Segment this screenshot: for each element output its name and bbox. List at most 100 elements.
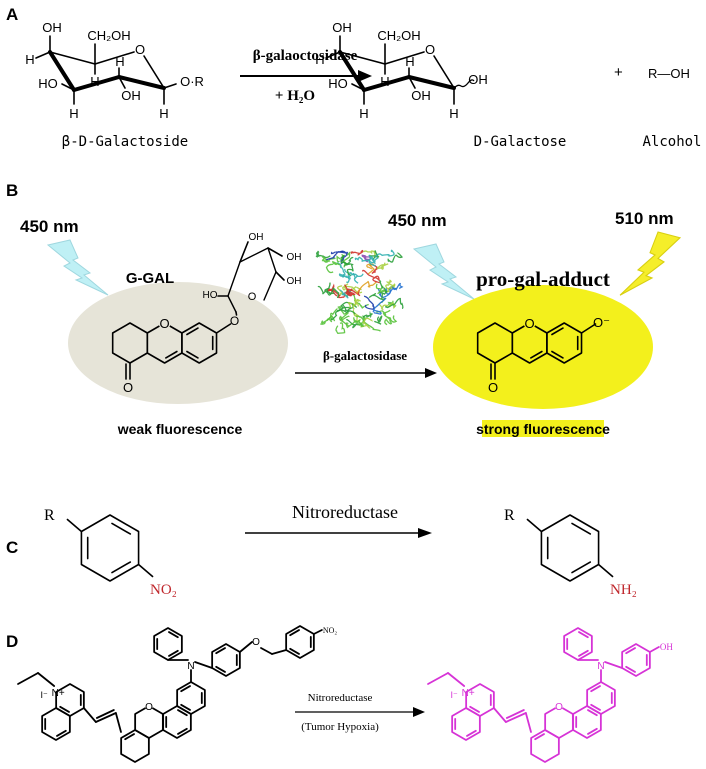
atom-label: OH [468,72,488,87]
oxygen-label: O [555,702,563,713]
atom-label: O [425,42,435,57]
double-bond [186,327,199,336]
bond [82,707,97,723]
panel-b: B 450 nm 450 nm 510 nm G-GAL pro-gal-add… [6,181,682,437]
bond [61,83,75,91]
probe-name: G-GAL [126,270,174,287]
bond [37,672,56,687]
double-bond [469,705,480,713]
atom-mask [158,317,171,329]
bond [137,563,154,578]
double-bond [177,709,188,717]
bond [118,76,126,89]
atom-label: OH [411,88,431,103]
double-bond [111,522,132,535]
atom-mask [555,702,563,710]
atom-label: O·R [180,74,204,89]
double-bond [59,705,70,713]
protein-ribbon [336,262,346,278]
bond [17,672,39,685]
plus-sign: + [614,64,623,81]
atom-label: HO [328,76,348,91]
iodide-label: I⁻ [451,690,459,700]
bond [194,661,214,669]
ring [621,643,651,677]
double-bond [571,561,592,574]
atom-label: OH [42,20,62,35]
bond [312,629,323,635]
arrow-head-a [358,70,372,82]
bond [433,55,455,89]
double-bond [168,649,179,657]
excitation-lightning-icon [46,239,109,296]
arrow-head-b [425,368,437,378]
atom-label: O [230,314,239,328]
bond [492,707,507,723]
wedge-bond [338,50,366,92]
bond [49,51,96,65]
protein-ribbon [369,263,379,274]
weak-fluorescence-caption: weak fluorescence [117,421,243,437]
protein-ribbon [372,297,387,315]
double-bond [215,647,226,655]
excitation-left-label: 450 nm [20,217,79,236]
n-plus-label: N+ [52,688,65,699]
iodide-label: I⁻ [41,690,49,700]
double-bond [168,631,179,639]
protein-ribbon [376,262,389,270]
protein-ribbon [356,280,377,295]
enzyme-label-d: Nitroreductase [308,692,373,704]
protein-ribbon [384,297,404,310]
double-bond [124,733,135,741]
protein-ribbon [336,251,351,263]
condition-label: (Tumor Hypoxia) [301,721,379,733]
atom-label: OH [249,232,264,243]
double-bond [587,727,598,735]
excitation-lightning-icon [412,243,475,300]
bond [524,712,532,733]
bond [267,247,277,273]
atom-label: CH₂OH [87,28,130,43]
arrow-head-c [418,528,432,538]
double-bond [551,350,564,359]
atom-label: O⁻ [593,315,610,330]
atom-label: OH [287,276,302,287]
atom-label: H [115,54,124,69]
bond [66,518,83,533]
hydroxyl-label: OH [660,642,673,652]
panel-c: C R NO₂ R NH₂ Nitroreductase [6,502,637,598]
emission-label: 510 nm [615,209,674,228]
bond [263,271,277,301]
protein-ribbon [375,283,385,295]
substrate-name: β-D-Galactoside [62,134,188,150]
bond [597,563,614,578]
bond [94,51,135,65]
protein-ribbon [325,260,341,274]
atom-label: OH [332,20,352,35]
bond [163,83,177,89]
double-bond [625,665,636,673]
protein-ribbon [374,315,383,325]
atom-label: O [123,380,133,395]
atom-label: H [69,106,78,121]
wedge-bond [362,75,411,92]
strong-fluorescence-caption: strong fluorescence [476,421,610,437]
bond [239,247,269,263]
protein-ribbon [317,285,335,295]
atom-mask [523,317,536,329]
bond [227,295,237,313]
atom-label: H [159,106,168,121]
probe-ellipse [68,282,288,404]
enzyme-label-c: Nitroreductase [292,502,398,522]
wedge-bond [48,50,76,92]
protein-ribbon [315,250,331,259]
ring [563,627,593,661]
atom-label: O [160,316,170,331]
double-bond [590,685,601,693]
wedge-bond [407,75,456,90]
double-bond [177,727,188,735]
protein-ribbon [326,250,344,261]
product-ellipse [433,285,653,409]
panel-d-label: D [6,632,18,651]
